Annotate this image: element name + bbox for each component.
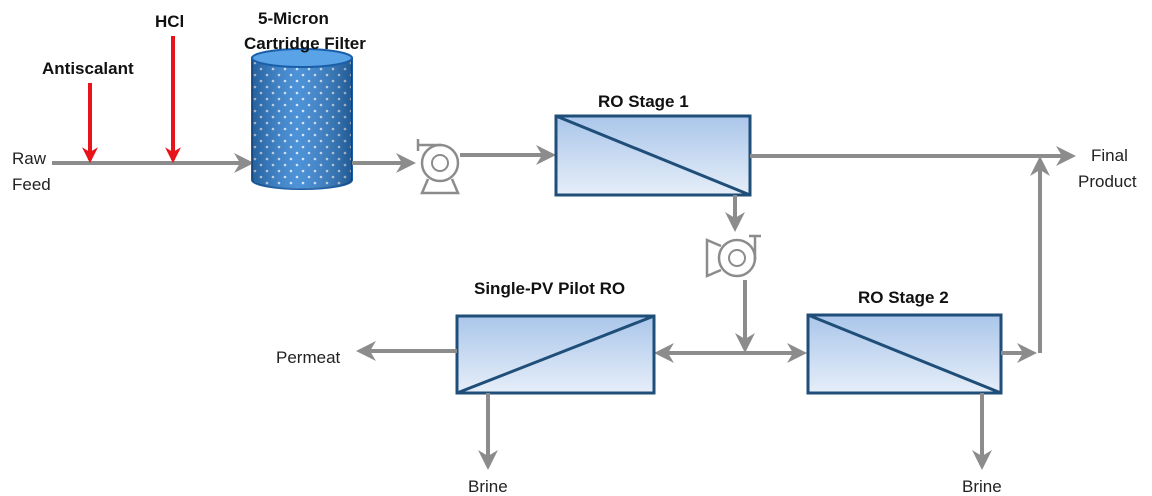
filter-label-line2: Cartridge Filter [244,34,366,53]
ro-stage-2-membrane [806,313,1003,395]
brine-left-label: Brine [468,477,508,496]
raw-feed-label-line2: Feed [12,175,51,194]
single-pv-pilot-ro-membrane [455,314,656,395]
single-pv-label: Single-PV Pilot RO [474,279,625,298]
final-product-label: Final [1091,146,1128,165]
permeat-label: Permeat [276,348,341,367]
pump-icon-stage2 [705,234,761,278]
ro-stage-1-membrane [554,114,752,197]
final-product-label-line2: Product [1078,172,1137,191]
ro-stage-1-label: RO Stage 1 [598,92,689,111]
cartridge-filter-icon [251,48,353,190]
pump-icon [416,139,460,195]
raw-feed-label: Raw [12,149,47,168]
ro-stage-2-label: RO Stage 2 [858,288,949,307]
antiscalant-label: Antiscalant [42,59,134,78]
filter-label: 5-Micron [258,9,329,28]
hcl-label: HCl [155,12,184,31]
brine-right-label: Brine [962,477,1002,496]
